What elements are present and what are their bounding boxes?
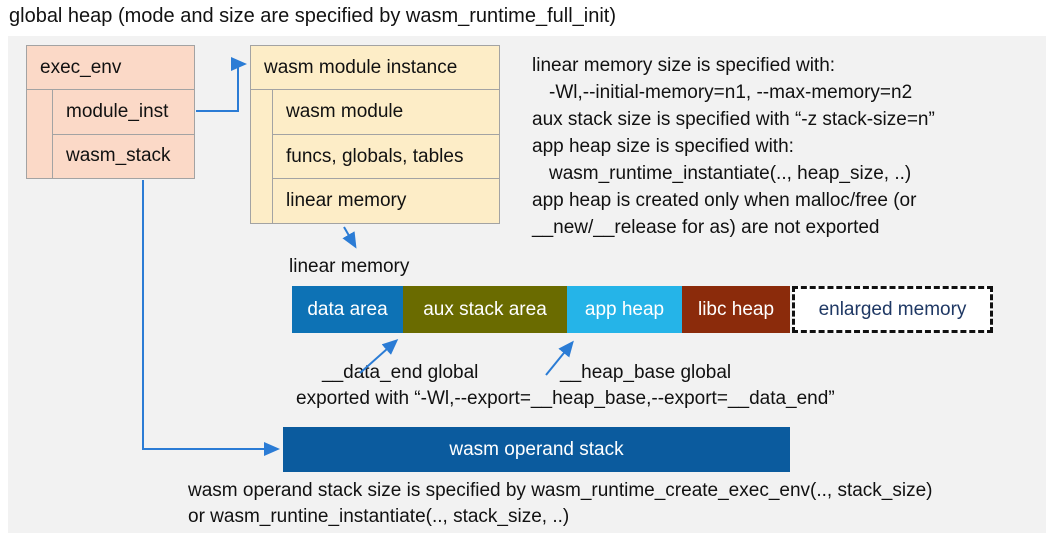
note-app-heap-size: app heap size is specified with:	[532, 136, 794, 157]
note-app-heap-created-1: app heap is created only when malloc/fre…	[532, 190, 917, 211]
wasm-module-instance-box: wasm module instance wasm module funcs, …	[250, 45, 500, 224]
instance-row-linear-memory: linear memory	[286, 190, 407, 212]
data-end-global-label: __data_end global	[322, 362, 479, 383]
note-operand-stack-size-2: or wasm_runtine_instantiate(.., stack_si…	[188, 506, 570, 527]
wasm-module-instance-header: wasm module instance	[251, 46, 499, 90]
wasm-module-instance-left-strip	[251, 90, 273, 223]
note-aux-stack-size: aux stack size is specified with “-z sta…	[532, 109, 935, 130]
note-linear-memory-size: linear memory size is specified with:	[532, 55, 836, 76]
segment-data-area: data area	[292, 286, 403, 333]
exec-env-row-wasm-stack: wasm_stack	[66, 145, 171, 167]
exec-env-row-module-inst: module_inst	[53, 90, 194, 135]
exported-with-label: exported with “-Wl,--export=__heap_base,…	[296, 388, 835, 409]
note-operand-stack-size-1: wasm operand stack size is specified by …	[188, 480, 933, 501]
instance-row-funcs-globals-tables: funcs, globals, tables	[273, 135, 499, 180]
note-runtime-instantiate: wasm_runtime_instantiate(.., heap_size, …	[549, 163, 912, 184]
exec-env-box: exec_env module_inst wasm_stack	[26, 45, 195, 179]
segment-libc-heap: libc heap	[682, 286, 790, 333]
memory-size-notes: linear memory size is specified with: -W…	[532, 52, 935, 241]
diagram-title: global heap (mode and size are specified…	[9, 5, 616, 27]
segment-app-heap: app heap	[567, 286, 682, 333]
wasm-operand-stack-label: wasm operand stack	[449, 438, 624, 460]
instance-row-wasm-module: wasm module	[273, 90, 499, 135]
exec-env-header: exec_env	[27, 46, 194, 90]
operand-stack-notes: wasm operand stack size is specified by …	[188, 478, 933, 530]
segment-enlarged-memory: enlarged memory	[792, 286, 993, 333]
segment-aux-stack-area: aux stack area	[403, 286, 567, 333]
heap-base-global-label: __heap_base global	[560, 362, 732, 383]
wasm-operand-stack-bar: wasm operand stack	[283, 427, 790, 472]
note-app-heap-created-2: __new/__release for as) are not exported	[532, 217, 880, 238]
exec-env-left-strip	[27, 90, 53, 178]
linear-memory-label: linear memory	[289, 256, 410, 277]
note-wl-initial-memory: -Wl,--initial-memory=n1, --max-memory=n2	[549, 82, 913, 103]
